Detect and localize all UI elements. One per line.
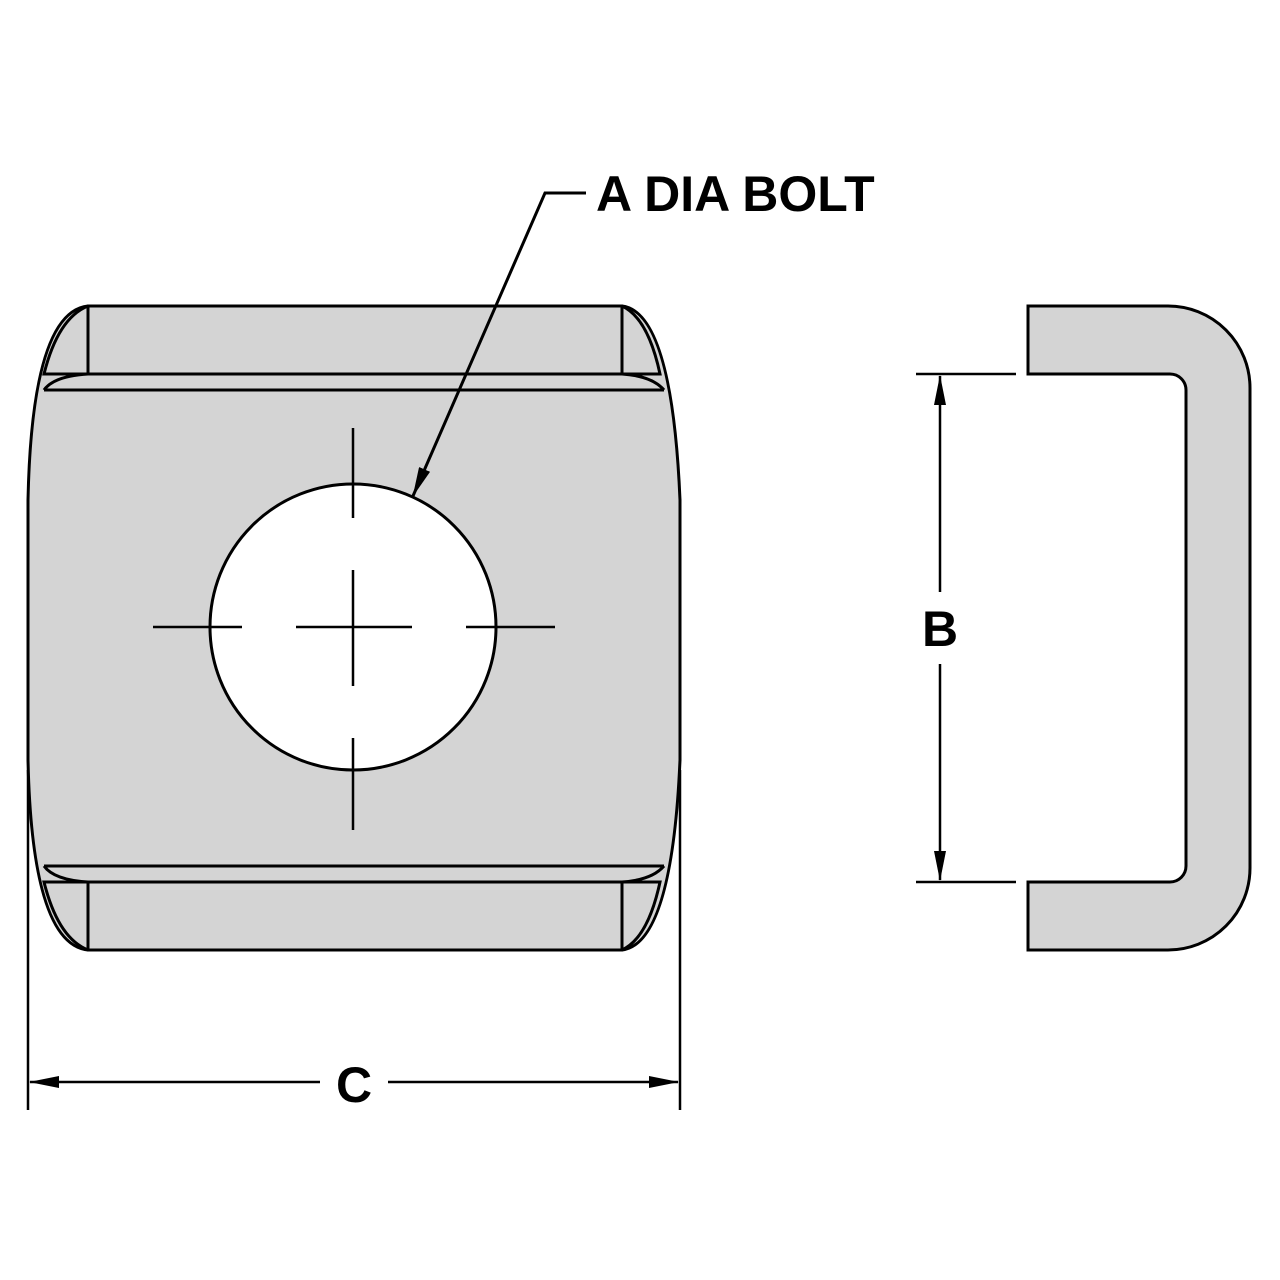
height-dimension: [916, 372, 1016, 884]
height-label: B: [922, 601, 958, 657]
bottom-ridge-upper-edge: [42, 864, 666, 884]
front-view: [26, 191, 682, 952]
top-ridge-lower-edge: [42, 372, 666, 392]
top-ridge: [42, 304, 662, 376]
width-dimension: [26, 770, 682, 1110]
bottom-ridge: [42, 880, 662, 952]
bolt-label: A DIA BOLT: [596, 166, 875, 222]
width-label: C: [336, 1057, 372, 1113]
bolt-leader-line: [411, 191, 586, 497]
centerlines: [153, 428, 555, 830]
side-view-profile: [1026, 304, 1252, 952]
